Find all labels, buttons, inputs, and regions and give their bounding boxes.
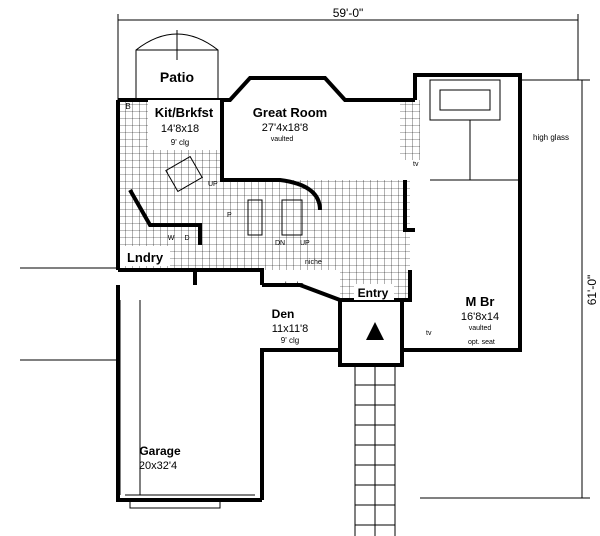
room-kitchen: Kit/Brkfst 14'8x18 9' clg B [125, 100, 220, 150]
svg-text:Entry: Entry [358, 286, 389, 300]
svg-text:P: P [227, 212, 232, 219]
svg-text:niche: niche [305, 259, 322, 266]
svg-text:tv: tv [426, 330, 432, 337]
svg-text:B: B [125, 102, 130, 111]
patio: Patio [135, 30, 219, 100]
svg-text:opt. seat: opt. seat [468, 339, 495, 346]
svg-text:vaulted: vaulted [469, 325, 492, 332]
room-garage: Garage 20x32'4 [139, 444, 181, 472]
svg-text:high glass: high glass [533, 133, 569, 142]
svg-text:9' clg: 9' clg [281, 336, 299, 345]
room-entry: Entry [354, 284, 394, 300]
svg-text:Den: Den [272, 307, 295, 321]
svg-text:books: books [285, 282, 304, 289]
svg-text:W: W [168, 235, 175, 242]
svg-text:Patio: Patio [160, 69, 194, 85]
room-master-bedroom: M Br 16'8x14 vaulted [461, 294, 499, 332]
svg-text:DN: DN [275, 240, 285, 247]
svg-text:Garage: Garage [139, 444, 181, 458]
svg-text:Lndry: Lndry [127, 250, 164, 265]
walkway [354, 365, 396, 536]
depth-label: 61'-0" [585, 275, 599, 306]
width-dimension: 59'-0" [117, 6, 579, 100]
room-laundry: Lndry W D [120, 235, 190, 266]
svg-text:UP: UP [300, 240, 310, 247]
svg-text:9' clg: 9' clg [171, 138, 189, 147]
width-label: 59'-0" [333, 6, 364, 20]
room-den: Den 11x11'8 9' clg [272, 307, 309, 345]
depth-dimension: 61'-0" [420, 79, 599, 499]
svg-text:UP: UP [208, 181, 218, 188]
annotations: high glass tv tv opt. seat niche books U… [208, 133, 569, 346]
svg-text:14'8x18: 14'8x18 [161, 123, 199, 135]
svg-text:vaulted: vaulted [271, 136, 294, 143]
svg-text:tv: tv [413, 161, 419, 168]
svg-text:20x32'4: 20x32'4 [139, 460, 177, 472]
entry-arrow-icon [366, 322, 384, 340]
svg-text:16'8x14: 16'8x14 [461, 311, 499, 323]
svg-text:Kit/Brkfst: Kit/Brkfst [155, 105, 214, 120]
svg-text:Great Room: Great Room [253, 105, 327, 120]
svg-text:D: D [184, 235, 189, 242]
svg-text:27'4x18'8: 27'4x18'8 [262, 122, 308, 134]
svg-text:M Br: M Br [466, 294, 495, 309]
svg-text:11x11'8: 11x11'8 [272, 323, 309, 335]
room-great-room: Great Room 27'4x18'8 vaulted [253, 105, 327, 143]
